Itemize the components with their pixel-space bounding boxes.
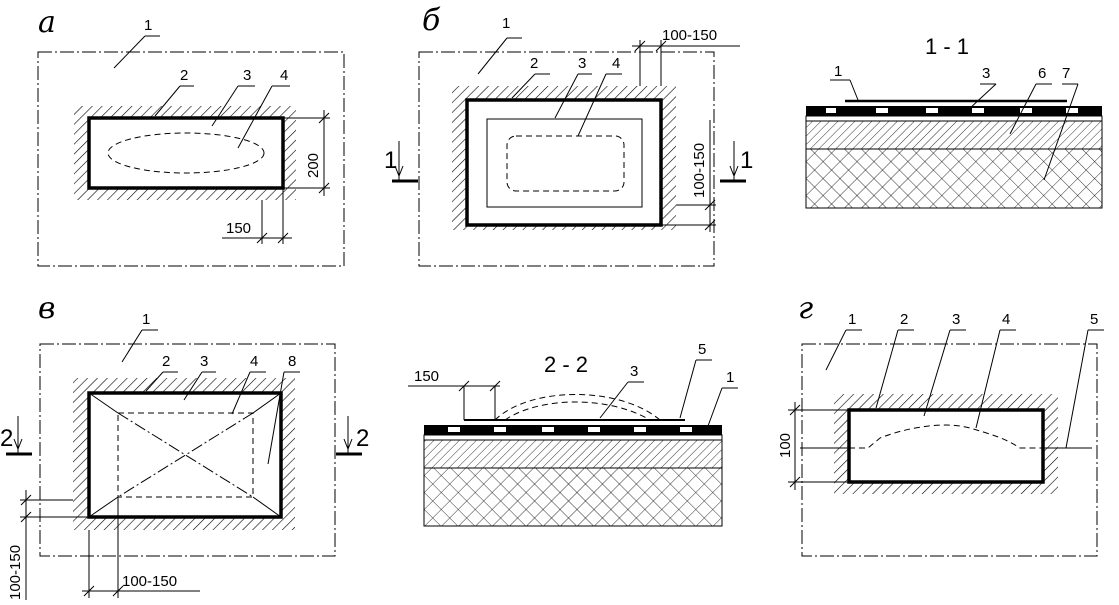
panel-b-dashed-rect [506,135,625,192]
section-1-1-base [805,148,1103,209]
panel-v-label-8: 8 [288,353,296,370]
section-1-1-label-7: 7 [1062,65,1070,82]
panel-v-dashed-rect [117,412,254,498]
section-2-2-screed [423,439,723,469]
section-1-1-membrane [806,106,1102,116]
section-1-1-label-3: 3 [982,65,990,82]
section-2-2-label-3: 3 [630,363,638,380]
panel-a-dim-150: 150 [226,220,251,237]
panel-g-label-3: 3 [952,311,960,328]
panel-g-label-1: 1 [848,311,856,328]
panel-g-label-5: 5 [1090,311,1098,328]
section-1-1-label-6: 6 [1038,65,1046,82]
panel-b-label-3: 3 [578,55,586,72]
panel-g-opening [847,408,1045,484]
panel-a-opening [87,116,285,190]
panel-a-label-4: 4 [280,67,288,84]
panel-v-dim-bottom: 100-150 [122,573,177,590]
panel-v-letter: в [38,291,55,326]
panel-g-letter: г [798,291,813,326]
panel-b-dim-top: 100-150 [662,27,717,44]
section-1-1-label-1: 1 [834,63,842,80]
panel-a-frame [37,51,345,267]
panel-v-label-2: 2 [162,353,170,370]
panel-g-dim-100: 100 [777,433,794,458]
panel-a-dashed-ellipse [107,132,265,174]
panel-a-letter: а [38,5,56,40]
panel-b-frame [418,51,715,267]
panel-a-label-3: 3 [243,67,251,84]
panel-b-letter: б [422,3,441,38]
panel-v-label-4: 4 [250,353,258,370]
panel-b-label-1: 1 [502,15,510,32]
panel-v: в 1 2 3 4 8 100-150 100-150 [0,291,369,600]
panel-v-dim-left: 100-150 [7,545,24,600]
panel-g-dashed-profile [849,424,1043,449]
panel-v-label-1: 1 [142,311,150,328]
panel-v-frame [39,343,336,557]
panel-a-label-2: 2 [180,67,188,84]
section-2-2-membrane [424,425,722,435]
panel-a-label-1: 1 [144,17,152,34]
panel-v-label-3: 3 [200,353,208,370]
section-1-1-title: 1 - 1 [925,34,969,59]
panel-b-inner-rect [486,118,643,208]
section-1-1: 1 - 1 1 3 6 7 [805,34,1103,209]
panel-g-label-2: 2 [900,311,908,328]
section-2-2-base [423,467,723,527]
panel-a: а 1 2 3 4 200 150 [37,5,345,267]
section-2-2-dim-150: 150 [414,368,439,385]
section-2-2-label-5: 5 [698,341,706,358]
panel-v-section-left: 2 [0,425,13,452]
panel-b-section-right: 1 [740,147,753,174]
panel-b-section-left: 1 [384,147,397,174]
panel-b: б 1 2 3 4 100-150 100-150 1 [384,3,753,267]
section-2-2: 2 - 2 150 3 5 1 [408,341,738,527]
panel-b-dim-right: 100-150 [691,143,708,198]
panel-g-frame [801,343,1098,557]
panel-g-hatch [834,394,1058,494]
panel-g-label-4: 4 [1002,311,1010,328]
panel-g: г 1 2 3 4 5 100 [777,291,1104,557]
panel-b-label-4: 4 [612,55,620,72]
section-2-2-title: 2 - 2 [544,352,588,377]
panel-v-opening [87,391,283,519]
panel-b-opening [465,98,663,227]
panel-v-section-right: 2 [356,425,369,452]
panel-a-dim-200: 200 [305,153,322,178]
section-2-2-label-1: 1 [726,369,734,386]
panel-b-label-2: 2 [530,55,538,72]
panel-a-hatch [74,106,296,200]
section-1-1-screed [805,120,1103,150]
